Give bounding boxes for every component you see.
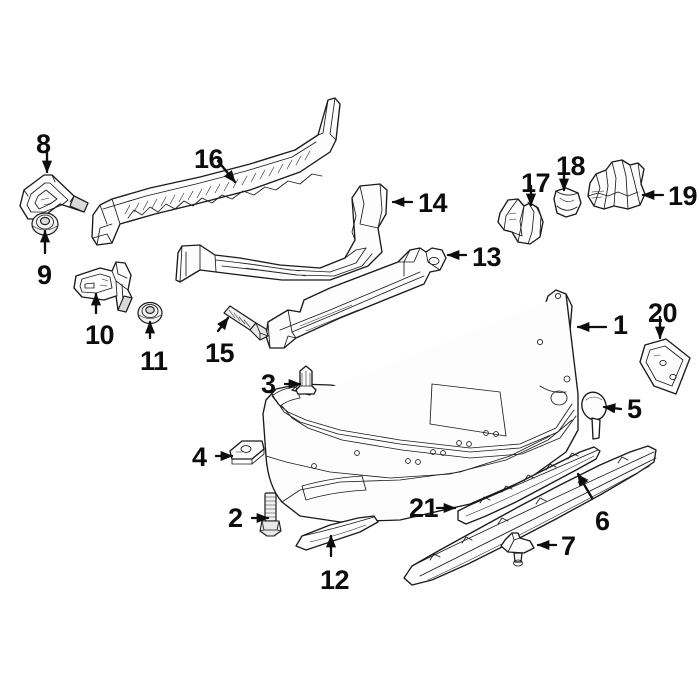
callout-label-4: 4 <box>192 442 207 472</box>
part-nut-11 <box>137 301 163 325</box>
part-park-sensor <box>497 198 544 245</box>
callout-label-2: 2 <box>228 503 243 533</box>
callout-label-3: 3 <box>261 369 276 399</box>
callout-arrow-5 <box>602 403 623 414</box>
part-energy-absorber-upper <box>91 97 341 246</box>
part-bumper-cover <box>262 289 579 523</box>
callout-arrow-16 <box>216 159 237 184</box>
part-side-bracket-left <box>19 174 89 220</box>
part-tow-eye-cap <box>581 391 607 440</box>
callout-arrow-6 <box>576 472 594 500</box>
callout-label-7: 7 <box>561 531 576 561</box>
part-flange-bolt <box>259 492 282 537</box>
callout-label-1: 1 <box>613 310 628 340</box>
part-bolt-15 <box>223 305 269 341</box>
callout-label-16: 16 <box>194 144 224 174</box>
part-nut-9 <box>31 212 59 236</box>
part-guide-bracket <box>73 261 133 313</box>
part-retainer-clip <box>500 532 535 567</box>
part-sensor-bracket <box>587 159 646 210</box>
callout-label-11: 11 <box>140 346 168 376</box>
part-u-nut-clip <box>229 440 265 465</box>
callout-arrow-15 <box>216 316 230 333</box>
callout-label-19: 19 <box>668 181 698 211</box>
part-push-pin-retainer <box>295 365 317 395</box>
callout-label-13: 13 <box>472 242 502 272</box>
callout-label-21: 21 <box>409 493 439 523</box>
callout-label-18: 18 <box>556 151 586 181</box>
callout-label-10: 10 <box>85 320 115 350</box>
part-energy-absorber-lower <box>265 247 447 349</box>
part-impact-bar <box>175 183 388 283</box>
part-license-plate-bracket <box>639 338 691 395</box>
callout-label-5: 5 <box>627 394 642 424</box>
callout-arrows <box>39 148 666 558</box>
callout-label-6: 6 <box>595 506 610 536</box>
callout-label-8: 8 <box>36 129 51 159</box>
callout-label-14: 14 <box>418 188 448 218</box>
callout-label-20: 20 <box>648 298 678 328</box>
callout-label-12: 12 <box>320 565 350 595</box>
part-sensor-cap <box>553 187 582 218</box>
callout-label-17: 17 <box>521 168 551 198</box>
part-reflector-left <box>295 515 379 551</box>
callout-label-15: 15 <box>205 338 235 368</box>
part-valance-insert-strip <box>457 446 601 525</box>
callout-label-9: 9 <box>37 260 52 290</box>
